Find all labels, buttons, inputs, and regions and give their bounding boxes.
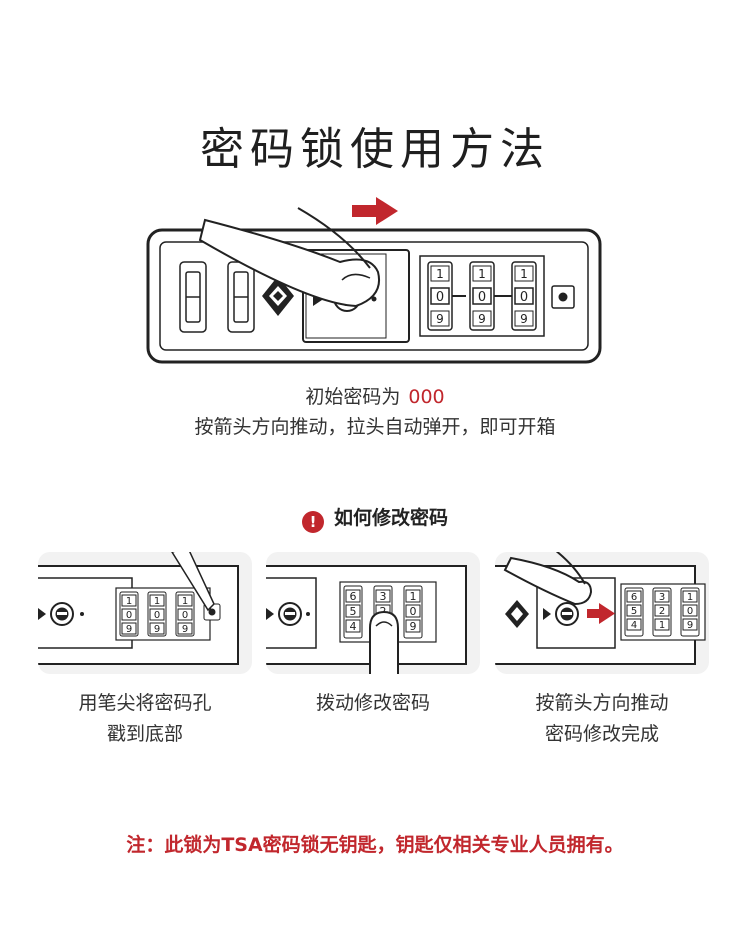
dial-digit: 5 bbox=[350, 605, 357, 618]
dial-digit: 1 bbox=[436, 267, 444, 281]
dial-digit: 9 bbox=[436, 312, 444, 326]
dial-digit: 1 bbox=[478, 267, 486, 281]
tsa-diamond-icon bbox=[505, 600, 529, 628]
dial-digit: 0 bbox=[478, 290, 486, 305]
tsa-diamond-icon bbox=[262, 276, 294, 316]
pen-icon bbox=[171, 552, 215, 613]
step-3-panel: 6 5 4 3 2 1 1 0 9 bbox=[495, 552, 709, 674]
dial-digit: 0 bbox=[126, 610, 132, 621]
dial-digit: 0 bbox=[154, 610, 160, 621]
initial-code-label: 初始密码为 bbox=[305, 386, 401, 408]
step-2-panel: 6 5 4 3 2 1 1 0 9 bbox=[266, 552, 480, 674]
dial-1: 1 0 9 bbox=[427, 261, 453, 331]
dial-3: 1 0 9 bbox=[511, 261, 537, 331]
dial-digit: 9 bbox=[410, 620, 417, 633]
dial-digit: 2 bbox=[659, 606, 665, 617]
dial-wheels: 1 0 9 1 0 9 1 0 9 bbox=[115, 587, 211, 641]
dial-digit: 0 bbox=[687, 606, 693, 617]
dial-digit: 4 bbox=[631, 620, 637, 631]
dial-digit: 3 bbox=[659, 592, 665, 603]
step-1-caption-line2: 戳到底部 bbox=[106, 723, 183, 745]
page-title: 密码锁使用方法 bbox=[200, 124, 550, 176]
dial-digit: 5 bbox=[631, 606, 637, 617]
initial-code-value: 000 bbox=[408, 386, 445, 408]
step-1-panel: 1 0 9 1 0 9 1 0 9 bbox=[38, 552, 252, 674]
step-3-caption-line2: 密码修改完成 bbox=[544, 723, 659, 745]
dial-digit: 9 bbox=[687, 620, 693, 631]
tsa-lock-illustration: 1 0 9 1 0 9 1 0 9 bbox=[146, 197, 602, 364]
footer-note: 注：此锁为TSA密码锁无钥匙，钥匙仅相关专业人员拥有。 bbox=[126, 834, 624, 856]
finger-graphic bbox=[503, 556, 593, 606]
dial-2: 1 0 9 bbox=[469, 261, 495, 331]
section-heading-text: 如何修改密码 bbox=[333, 507, 448, 529]
push-arrow-icon bbox=[352, 197, 398, 225]
dial-digit: 9 bbox=[520, 312, 528, 326]
step-1-caption-line1: 用笔尖将密码孔 bbox=[78, 692, 212, 714]
dial-digit: 0 bbox=[410, 605, 417, 618]
dial-digit: 9 bbox=[126, 624, 132, 635]
dial-digit: 1 bbox=[126, 596, 132, 607]
dial-digit: 3 bbox=[380, 590, 387, 603]
step-2-caption: 拨动修改密码 bbox=[266, 688, 480, 719]
lock-slot-right bbox=[227, 261, 255, 333]
exclamation-icon: ! bbox=[301, 511, 324, 533]
dial-digit: 0 bbox=[182, 610, 188, 621]
step-3-caption-line1: 按箭头方向推动 bbox=[535, 692, 669, 714]
step-3-caption: 按箭头方向推动 密码修改完成 bbox=[495, 688, 709, 750]
dial-wheels: 1 0 9 1 0 9 1 0 9 bbox=[419, 255, 545, 337]
dial-wheels: 6 5 4 3 2 1 1 0 9 bbox=[620, 583, 706, 641]
dial-digit: 0 bbox=[436, 290, 444, 305]
finger-graphic bbox=[198, 218, 380, 308]
lock-slot-left bbox=[179, 261, 207, 333]
push-arrow-icon bbox=[587, 603, 615, 624]
dial-digit: 9 bbox=[182, 624, 188, 635]
dial-digit: 0 bbox=[520, 290, 528, 305]
dial-digit: 6 bbox=[350, 590, 357, 603]
dial-digit: 9 bbox=[478, 312, 486, 326]
dial-digit: 1 bbox=[182, 596, 188, 607]
dial-digit: 1 bbox=[687, 592, 693, 603]
step-2-caption-line1: 拨动修改密码 bbox=[315, 692, 430, 714]
reset-hole-icon bbox=[551, 285, 575, 309]
step-1-caption: 用笔尖将密码孔 戳到底部 bbox=[38, 688, 252, 750]
dial-digit: 6 bbox=[631, 592, 637, 603]
section-heading: ! 如何修改密码 bbox=[0, 503, 750, 533]
open-instruction: 按箭头方向推动，拉头自动弹开，即可开箱 bbox=[194, 416, 556, 438]
dial-digit: 1 bbox=[154, 596, 160, 607]
dial-digit: 9 bbox=[154, 624, 160, 635]
dial-digit: 1 bbox=[520, 267, 528, 281]
dial-digit: 1 bbox=[659, 620, 665, 631]
dial-digit: 1 bbox=[410, 590, 417, 603]
dial-digit: 4 bbox=[350, 620, 357, 633]
finger-graphic bbox=[369, 610, 399, 674]
initial-code-caption: 初始密码为 000 bbox=[0, 382, 750, 409]
